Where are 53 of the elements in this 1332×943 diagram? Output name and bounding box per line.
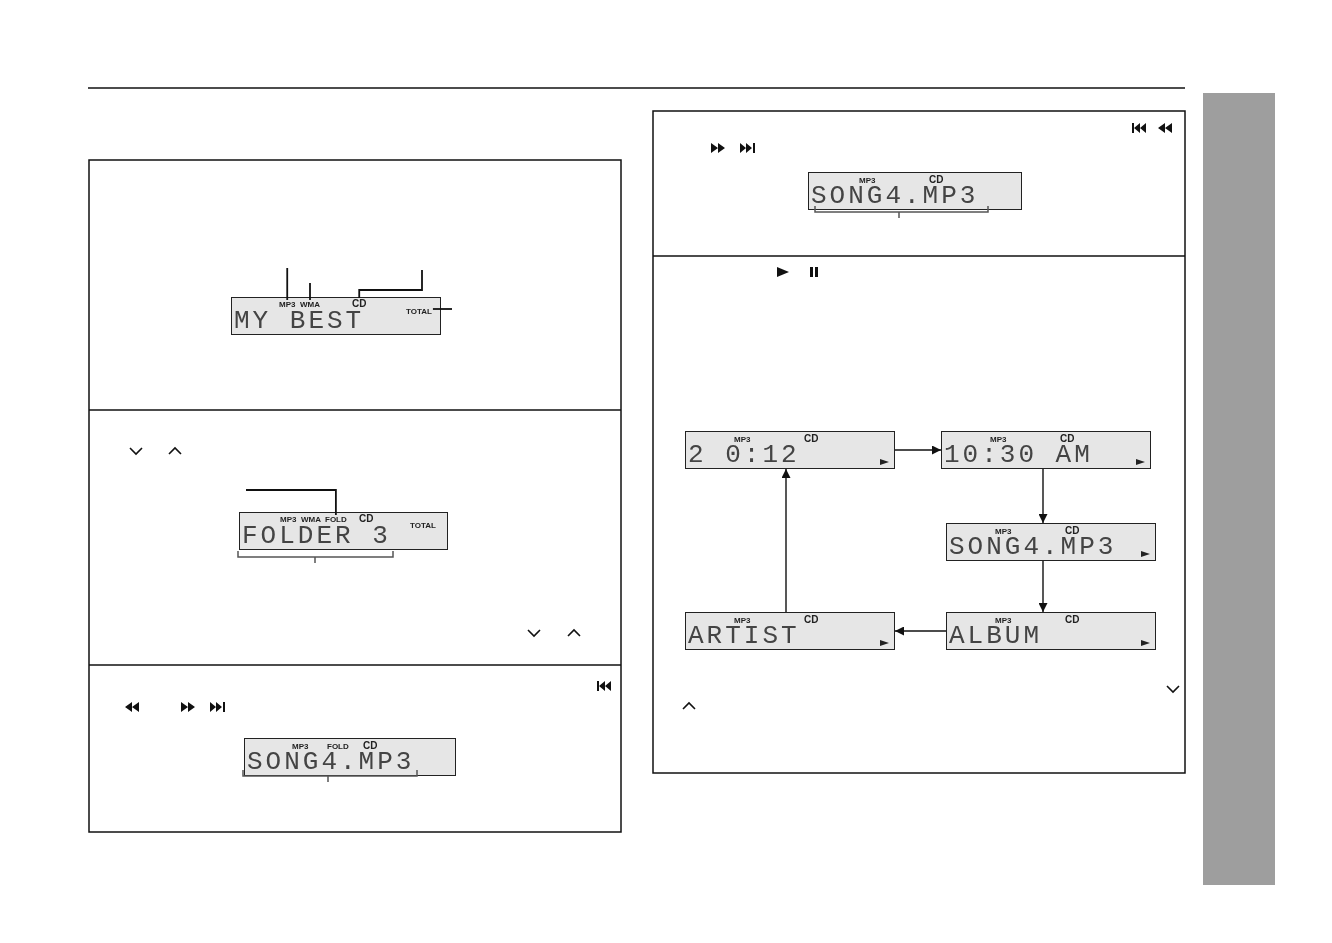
indicator-label: FOLD	[327, 742, 349, 751]
indicator-label: TOTAL	[406, 307, 432, 316]
indicator-label: FOLD	[325, 515, 347, 524]
lcd-display	[808, 172, 1022, 210]
lcd-display	[946, 612, 1156, 650]
indicator-label: MP3	[995, 616, 1012, 625]
display-text: ARTIST	[688, 623, 800, 649]
indicator-label: MP3	[990, 435, 1007, 444]
display-text: 2 0:12	[688, 442, 800, 468]
indicator-label: MP3	[995, 527, 1012, 536]
indicator-label: MP3	[292, 742, 309, 751]
lcd-display	[946, 523, 1156, 561]
indicator-label: MP3	[280, 515, 297, 524]
indicator-label: MP3	[859, 176, 876, 185]
side-tab	[1203, 93, 1275, 885]
indicator-label: CD	[363, 740, 378, 751]
arrow	[1038, 468, 1048, 524]
arrow	[1038, 560, 1048, 613]
leader-line	[309, 282, 311, 301]
indicator-label: CD	[929, 174, 944, 185]
display-text: FOLDER 3	[242, 523, 391, 549]
indicator-label: CD	[1065, 525, 1080, 536]
arrow	[781, 468, 791, 613]
lcd-display	[941, 431, 1151, 469]
indicator-label: CD	[359, 513, 374, 524]
indicator-label: CD	[804, 433, 819, 444]
lcd-display	[685, 612, 895, 650]
indicator-label: WMA	[301, 515, 321, 524]
lcd-display	[231, 297, 441, 335]
indicator-label: CD	[352, 298, 367, 309]
display-text: SONG4.MP3	[247, 749, 415, 775]
indicator-label: MP3	[734, 616, 751, 625]
indicator-label: CD	[804, 614, 819, 625]
leader-line	[245, 489, 337, 516]
leader-line	[432, 308, 453, 310]
display-text: ALBUM	[949, 623, 1042, 649]
indicator-label: TOTAL	[410, 521, 436, 530]
lcd-display	[685, 431, 895, 469]
leader-line	[286, 267, 289, 301]
display-text: MY BEST	[234, 308, 365, 334]
arrow	[894, 445, 942, 455]
indicator-label: CD	[1065, 614, 1080, 625]
indicator-label: MP3	[734, 435, 751, 444]
leader-line	[358, 269, 423, 299]
indicator-label: MP3	[279, 300, 296, 309]
lcd-display	[239, 512, 448, 550]
indicator-label: WMA	[300, 300, 320, 309]
lcd-display	[244, 738, 456, 776]
arrow	[894, 626, 947, 636]
display-text: SONG4.MP3	[811, 183, 979, 209]
display-text: 10:30 AM	[944, 442, 1093, 468]
display-text: SONG4.MP3	[949, 534, 1117, 560]
indicator-label: CD	[1060, 433, 1075, 444]
